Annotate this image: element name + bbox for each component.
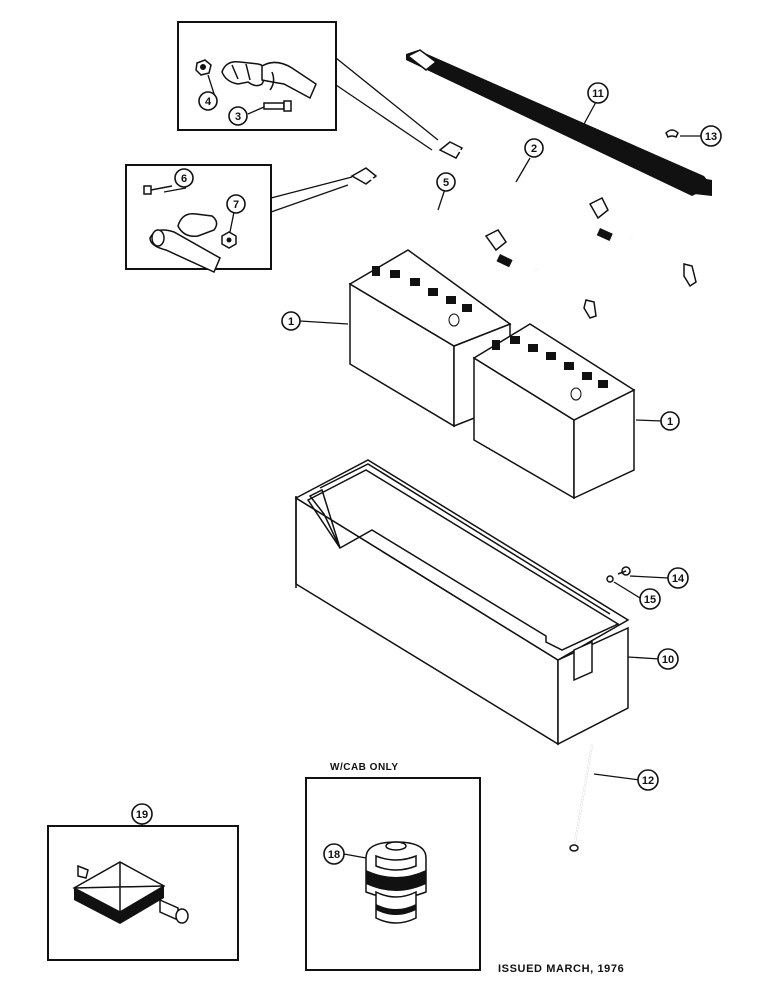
callout-4: 4 bbox=[198, 91, 218, 111]
callout-14: 14 bbox=[667, 567, 689, 589]
callout-label: 2 bbox=[531, 143, 537, 155]
callout-label: 12 bbox=[642, 775, 654, 787]
detail-box-terminal-clamp bbox=[177, 21, 439, 151]
callout-label: 3 bbox=[235, 111, 241, 123]
callout-10: 10 bbox=[657, 648, 679, 670]
bracket-part bbox=[665, 129, 679, 139]
callout-label: 5 bbox=[443, 177, 449, 189]
hold-down-bar bbox=[406, 49, 712, 196]
callout-18: 18 bbox=[323, 843, 345, 865]
detail-box-cable-clamp bbox=[125, 164, 353, 274]
callout-label: 15 bbox=[644, 594, 656, 606]
callout-label: 4 bbox=[205, 96, 212, 108]
callout-label: 11 bbox=[592, 88, 604, 100]
callout-label: 19 bbox=[136, 809, 148, 821]
callout-3: 3 bbox=[228, 106, 248, 126]
hold-down-rod bbox=[569, 744, 593, 852]
leader-lines bbox=[141, 74, 702, 859]
callout-7: 7 bbox=[226, 194, 246, 214]
callout-label: 1 bbox=[288, 316, 294, 328]
callout-label: 18 bbox=[328, 849, 340, 861]
callout-13: 13 bbox=[700, 125, 722, 147]
callout-15: 15 bbox=[639, 588, 661, 610]
callout-label: 6 bbox=[181, 173, 187, 185]
callout-5: 5 bbox=[436, 172, 456, 192]
callout-19: 19 bbox=[131, 803, 153, 825]
callout-12: 12 bbox=[637, 769, 659, 791]
callout-bubbles: 1 1 2 3 4 5 6 7 bbox=[131, 82, 722, 865]
callout-1b: 1 bbox=[660, 411, 680, 431]
cable-lower bbox=[350, 167, 597, 319]
callout-label: 10 bbox=[662, 654, 674, 666]
detail-box-cab-only bbox=[305, 777, 481, 971]
issued-date-caption: ISSUED MARCH, 1976 bbox=[498, 963, 625, 975]
callout-6: 6 bbox=[174, 168, 194, 188]
detail-box-terminal-cover bbox=[47, 825, 239, 961]
callout-label: 14 bbox=[672, 573, 685, 585]
callout-1a: 1 bbox=[281, 311, 301, 331]
callout-label: 13 bbox=[705, 131, 717, 143]
callout-label: 1 bbox=[667, 416, 673, 428]
callout-label: 7 bbox=[233, 199, 239, 211]
battery-right bbox=[472, 323, 636, 500]
cable-upper bbox=[438, 141, 697, 288]
callout-2: 2 bbox=[524, 138, 544, 158]
cab-only-caption: W/CAB ONLY bbox=[330, 762, 399, 773]
screw-and-washer bbox=[606, 566, 631, 583]
callout-11: 11 bbox=[587, 82, 609, 104]
battery-left bbox=[348, 249, 512, 428]
battery-box bbox=[294, 459, 630, 746]
